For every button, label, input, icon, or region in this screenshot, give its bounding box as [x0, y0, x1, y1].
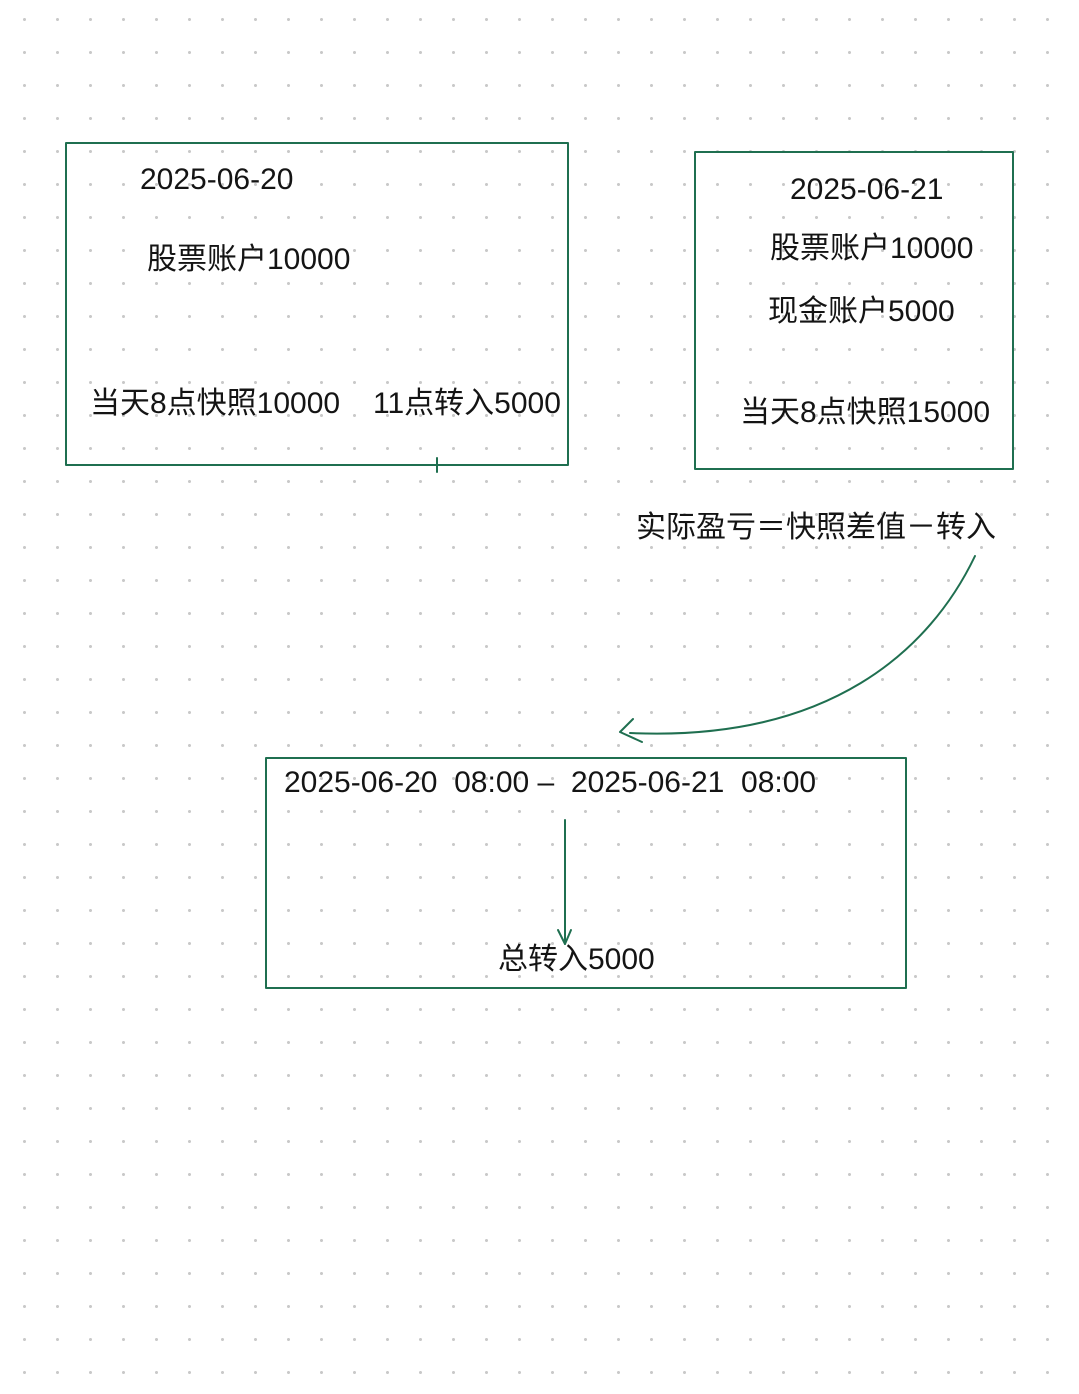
profit-formula: 实际盈亏＝快照差值－转入: [636, 511, 996, 544]
day1-date: 2025-06-20: [140, 163, 294, 196]
day1-stock-account: 股票账户10000: [147, 243, 351, 276]
day2-stock-account: 股票账户10000: [770, 232, 974, 265]
down-arrow-head: [557, 929, 572, 945]
day2-date: 2025-06-21: [790, 173, 944, 206]
day1-snapshot: 当天8点快照10000: [90, 387, 341, 420]
period-box-frame: [265, 757, 907, 989]
day2-snapshot: 当天8点快照15000: [740, 396, 991, 429]
curved-arrow-head: [619, 718, 643, 743]
day2-cash-account: 现金账户5000: [768, 295, 955, 328]
curved-arrow-line: [629, 555, 976, 735]
period-range: 2025-06-20 08:00 – 2025-06-21 08:00: [284, 766, 817, 799]
period-total-transfer: 总转入5000: [498, 943, 655, 976]
day1-box-frame: [65, 142, 569, 466]
day1-transfer: 11点转入5000: [373, 387, 561, 420]
day2-box-frame: [694, 151, 1014, 470]
